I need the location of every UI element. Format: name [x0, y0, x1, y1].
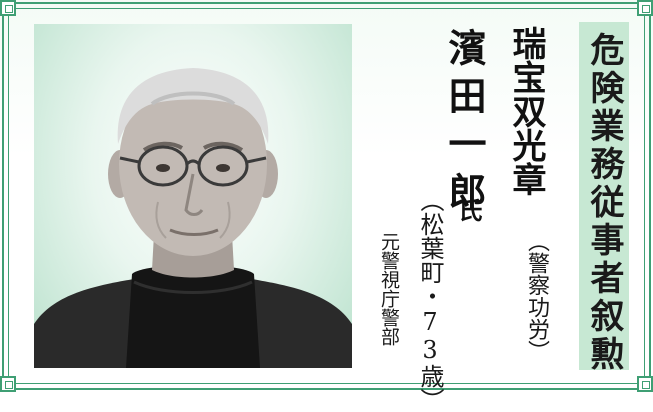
honorific: 氏	[454, 198, 483, 222]
category-label: 危険業務従事者叙勲	[584, 32, 624, 374]
award-name: 瑞宝双光章	[506, 26, 546, 196]
category-background	[579, 22, 629, 370]
outer-border	[2, 2, 651, 390]
inner-border	[8, 8, 645, 384]
residence-age: （松葉町・73歳）	[416, 188, 444, 412]
former-occupation: 元警視庁警部	[378, 232, 400, 346]
corner-ornament-top-right	[637, 0, 653, 16]
corner-ornament-bottom-left	[0, 376, 16, 392]
corner-ornament-top-left	[0, 0, 16, 16]
portrait-photo	[34, 24, 352, 368]
person-name: 濱田一郎	[442, 28, 487, 220]
award-type: （警察功労）	[524, 230, 549, 362]
corner-ornament-bottom-right	[637, 376, 653, 392]
